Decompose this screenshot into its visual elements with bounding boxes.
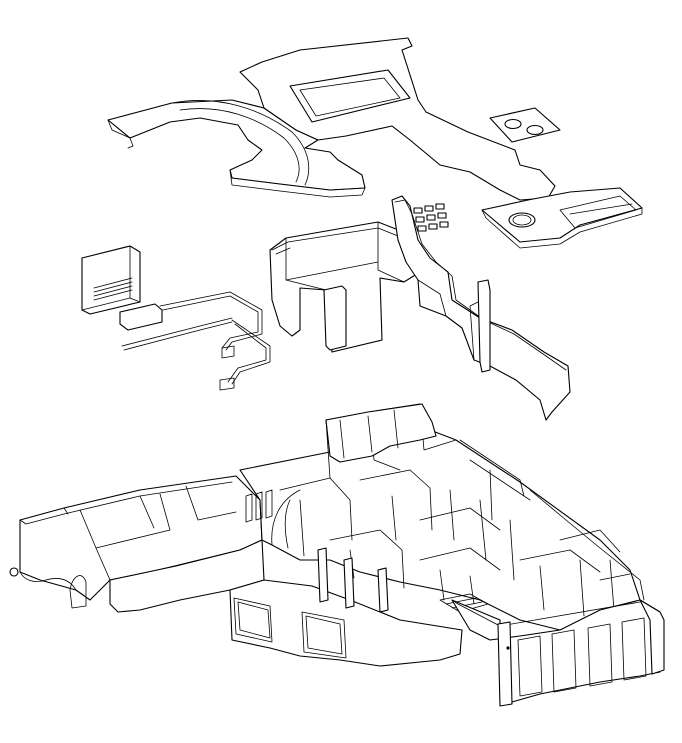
arched-openings	[245, 489, 273, 523]
pad-circle-2	[526, 124, 544, 136]
corridor-mark	[506, 646, 510, 650]
left-wing-rooms	[79, 485, 237, 581]
slab-right-circle-inner	[512, 214, 532, 226]
grid-boxes	[413, 203, 449, 232]
left-wing-top	[19, 481, 233, 525]
right-front-piers	[497, 599, 665, 707]
u-wall-top-rim	[271, 227, 409, 255]
small-block	[119, 303, 163, 331]
left-curve	[19, 571, 77, 591]
slab-opening-inner	[299, 77, 401, 117]
tall-columns	[317, 547, 389, 613]
base-building-layer	[9, 403, 665, 707]
central-walls-a	[279, 403, 457, 557]
right-front-windows	[517, 617, 647, 697]
upper-rooms-detail	[339, 409, 399, 459]
front-window-1	[233, 597, 273, 643]
slab-right-edge	[481, 207, 643, 249]
pipe-run-3	[227, 319, 271, 385]
pipe-ends	[219, 345, 235, 391]
u-wall-inner	[285, 221, 405, 291]
slab-arc-band	[171, 100, 310, 186]
vent-panel-side	[81, 245, 141, 311]
long-front-wall	[229, 579, 463, 667]
slab-left-cap	[107, 119, 134, 149]
central-walls-b	[359, 469, 515, 581]
pipe-run-2	[159, 291, 263, 351]
pipe-run-1	[121, 317, 233, 351]
slab-pad	[489, 107, 561, 143]
pad-circle-1	[504, 118, 522, 130]
slab-opening	[289, 69, 411, 123]
left-arch	[69, 575, 87, 609]
upper-rooms-block	[325, 403, 437, 463]
central-walls-d	[559, 529, 631, 617]
u-wall-column	[323, 285, 347, 351]
left-column-base	[9, 567, 19, 577]
winding-wall-top	[394, 199, 567, 371]
floor-slab-layer	[107, 37, 643, 249]
wall-elements-layer	[81, 195, 571, 421]
winding-wall	[391, 195, 571, 421]
vent-panel	[81, 245, 141, 315]
right-corridor-walls	[459, 439, 645, 601]
slab-arc-band-inner	[179, 108, 300, 183]
front-window-2	[301, 611, 347, 659]
wall-post	[477, 279, 491, 373]
curved-inner-wall	[271, 489, 301, 549]
slab-right-ramp	[559, 195, 637, 229]
vent-slots	[93, 277, 133, 301]
slab-edge	[229, 169, 366, 198]
